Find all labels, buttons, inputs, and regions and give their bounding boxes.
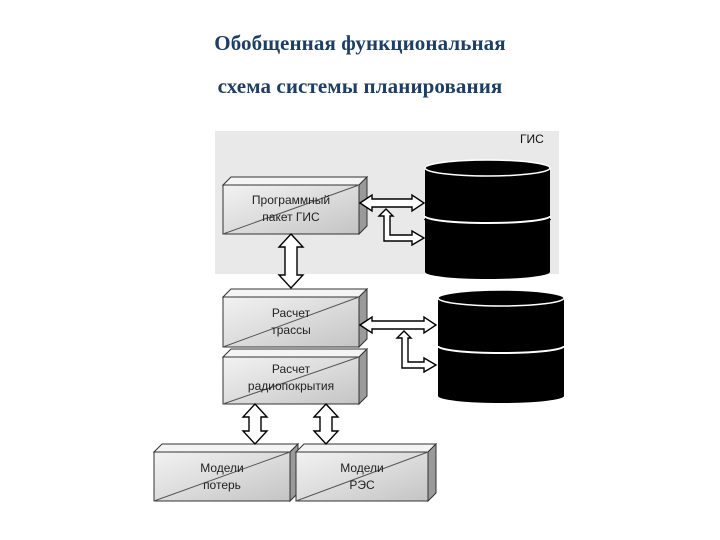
planning-database-icon — [437, 289, 565, 403]
res-models-label-1: Модели — [340, 461, 384, 475]
diagram-title-line-1: Обобщенная функциональная — [214, 31, 506, 55]
diagram-title-line-2: схема системы планирования — [217, 74, 503, 98]
gis-database-icon — [424, 159, 551, 279]
elbow-arrow-route-db — [395, 330, 438, 374]
gis-region-label: ГИС — [520, 132, 544, 146]
program-package-box: Программный пакет ГИС — [221, 175, 369, 236]
program-package-label-1: Программный — [252, 193, 330, 207]
loss-models-box: Модели потерь — [152, 442, 300, 503]
loss-models-label-1: Модели — [200, 461, 244, 475]
program-package-label-2: пакет ГИС — [262, 210, 320, 224]
route-calc-label-1: Расчет — [272, 306, 311, 320]
route-calc-label-2: трассы — [271, 323, 310, 337]
route-calc-box: Расчет трассы — [221, 287, 369, 349]
radio-coverage-label-1: Расчет — [272, 362, 311, 376]
double-arrow-route-db — [358, 315, 438, 335]
double-arrow-coverage-res — [312, 402, 340, 446]
elbow-arrow-package-db — [377, 208, 426, 247]
res-models-box: Модели РЭС — [294, 442, 438, 503]
double-arrow-coverage-loss — [241, 402, 269, 446]
res-models-label-2: РЭС — [349, 478, 375, 492]
double-arrow-package-db — [358, 193, 426, 213]
loss-models-label-2: потерь — [203, 478, 241, 492]
radio-coverage-label-2: радиопокрытия — [248, 379, 334, 393]
double-arrow-package-route — [277, 232, 305, 290]
radio-coverage-calc-box: Расчет радиопокрытия — [221, 347, 369, 406]
